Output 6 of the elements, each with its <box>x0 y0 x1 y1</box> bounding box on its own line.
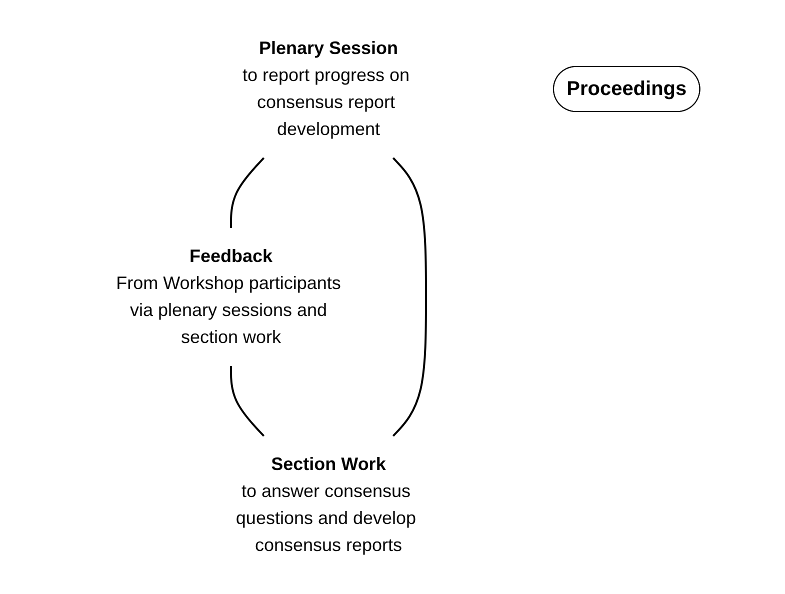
connector <box>230 157 264 228</box>
connector <box>392 157 427 437</box>
node-text: Section Work to answer consensus questions and develop consensus reports <box>236 454 416 555</box>
node-text: Feedback From Workshop participants via plenary sessions and section work <box>116 246 340 347</box>
connector <box>230 366 264 437</box>
node-text: Plenary Session to report progress on consensus report development <box>242 38 410 139</box>
